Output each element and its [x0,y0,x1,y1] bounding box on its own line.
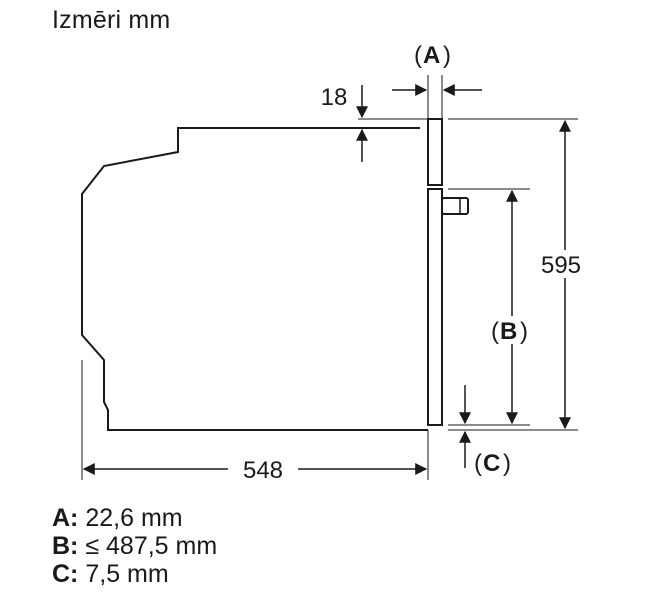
top-offset-label: 18 [321,84,348,111]
label-c: C [483,450,500,477]
legend-value-c: 7,5 mm [85,560,169,588]
label-a-open: ( [414,42,422,69]
diagram-title: Izmēri mm [52,6,171,34]
legend-key-a: A: [52,504,79,532]
label-c-open: ( [474,450,482,477]
label-a-close: ) [443,42,451,69]
oven-body-outline [81,127,428,431]
legend-value-b: ≤ 487,5 mm [85,532,218,560]
label-b-close: ) [520,318,528,345]
depth-label: 548 [243,457,283,484]
label-a: A [423,42,440,69]
label-b: B [500,318,517,345]
oven-door [427,118,443,186]
dimension-legend: A: 22,6 mm B: ≤ 487,5 mm C: 7,5 mm [52,504,217,588]
legend-key-c: C: [52,560,79,588]
legend-row-c: C: 7,5 mm [52,560,217,588]
oven-knob [441,197,469,215]
legend-key-b: B: [52,532,79,560]
legend-row-a: A: 22,6 mm [52,504,217,532]
height-label: 595 [541,252,581,279]
oven-front-panel [427,188,443,426]
label-c-close: ) [503,450,511,477]
legend-value-a: 22,6 mm [85,504,183,532]
legend-row-b: B: ≤ 487,5 mm [52,532,217,560]
label-b-open: ( [491,318,499,345]
